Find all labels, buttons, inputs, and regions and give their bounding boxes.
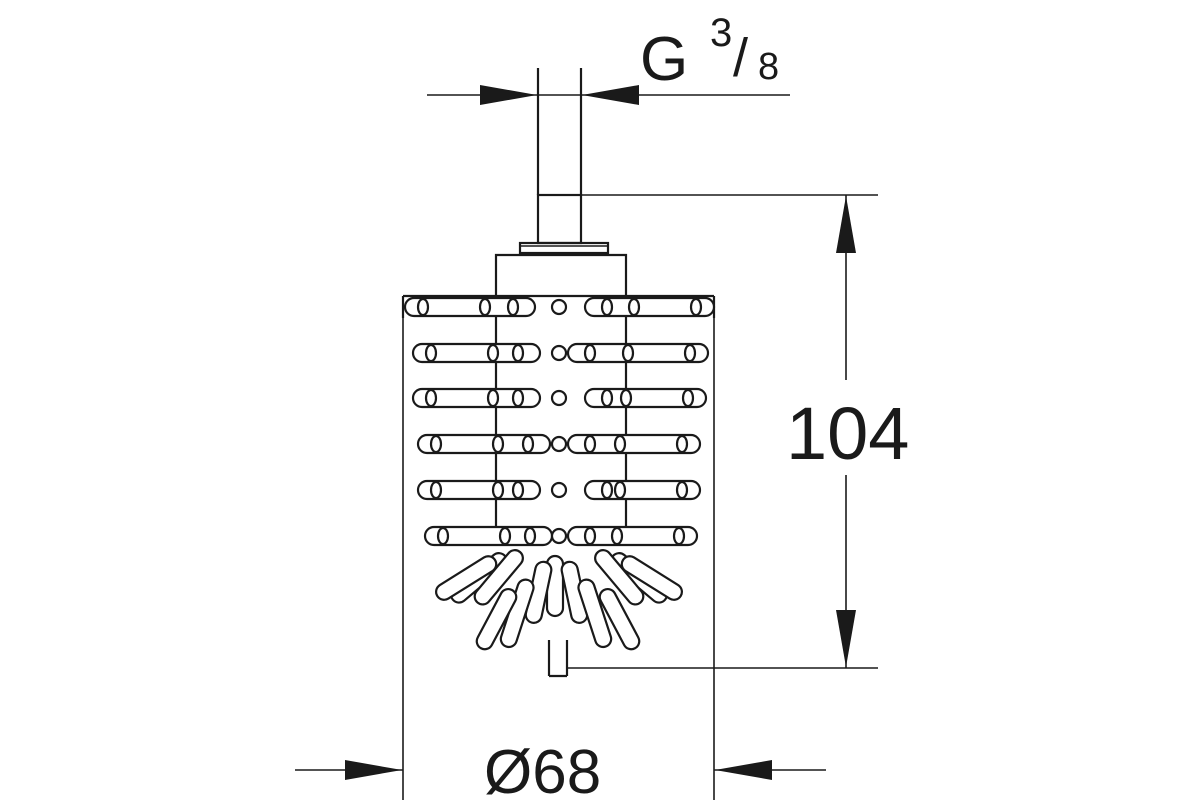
bristle-hole [627, 297, 641, 317]
bristle-hole [619, 388, 633, 408]
bristle-hole [675, 434, 689, 454]
bristle-hole [681, 388, 695, 408]
brush-head [401, 253, 716, 678]
bristle-hole [600, 297, 614, 317]
diameter-dimension: Ø68 [295, 318, 826, 800]
diameter-arrow-right [715, 760, 772, 780]
brush-core-top [494, 253, 628, 296]
bristle-center-dot [550, 435, 568, 453]
height-arrow-top [836, 196, 856, 253]
stem-nut [536, 193, 583, 245]
bristle-hole [416, 297, 430, 317]
bristle-center-dot [550, 527, 568, 545]
bristle-bar [416, 479, 542, 501]
stem [518, 68, 610, 255]
bristle-center-dot [550, 298, 568, 316]
bristle-center-dot [550, 344, 568, 362]
bristle-hole [491, 480, 505, 500]
diameter-arrow-left [345, 760, 402, 780]
stem-collar [518, 241, 610, 255]
bristle-hole [675, 480, 689, 500]
bristle-hole [689, 297, 703, 317]
bristle-bar [411, 342, 542, 364]
bristle-hole [600, 388, 614, 408]
thread-letter: G [640, 25, 688, 94]
thread-arrow-right [582, 85, 639, 105]
bristle-hole [486, 343, 500, 363]
thread-arrow-left [480, 85, 537, 105]
bristle-bar [411, 387, 542, 409]
bristle-hole [478, 297, 492, 317]
bristle-hole [429, 434, 443, 454]
bristle-hole [583, 434, 597, 454]
thread-numerator: 3 [710, 11, 732, 55]
bristle-hole [511, 388, 525, 408]
bristle-hole [583, 343, 597, 363]
bristle-hole [506, 297, 520, 317]
bristle-hole [683, 343, 697, 363]
height-dimension: 104 [567, 194, 909, 669]
bristle-hole [610, 526, 624, 546]
bristle-hole [424, 388, 438, 408]
bristle-hole [511, 343, 525, 363]
bristle-hole [613, 434, 627, 454]
bristle-bar [416, 433, 552, 455]
bristle-hole [498, 526, 512, 546]
bottom-bristles [435, 549, 683, 678]
bristle-hole [521, 434, 535, 454]
bristle-hole [523, 526, 537, 546]
bristle-bar [403, 296, 537, 318]
bristle-bar [583, 296, 716, 318]
bristle-hole [613, 480, 627, 500]
thread-slash: / [733, 28, 748, 88]
bristle-hole [486, 388, 500, 408]
bristle-center-dot [550, 481, 568, 499]
bristle-bar [566, 342, 710, 364]
bristle-center-dot [550, 389, 568, 407]
bristle-hole [621, 343, 635, 363]
bristle-hole [672, 526, 686, 546]
height-value: 104 [786, 392, 909, 475]
bristle-hole [511, 480, 525, 500]
bristle-bar [583, 387, 708, 409]
thread-dimension: G 3 / 8 [427, 11, 790, 105]
bristle-hole [583, 526, 597, 546]
thread-denominator: 8 [758, 46, 779, 88]
diameter-value: Ø68 [484, 738, 601, 800]
bristle-rows [403, 294, 716, 547]
bristle-hole [491, 434, 505, 454]
height-arrow-bottom [836, 610, 856, 667]
bristle-bar [566, 525, 699, 547]
bristle-bar [566, 433, 702, 455]
bristle-hole [429, 480, 443, 500]
bristle-hole [436, 526, 450, 546]
bristle-bar [583, 479, 702, 501]
bristle-hole [600, 480, 614, 500]
bristle-hole [424, 343, 438, 363]
